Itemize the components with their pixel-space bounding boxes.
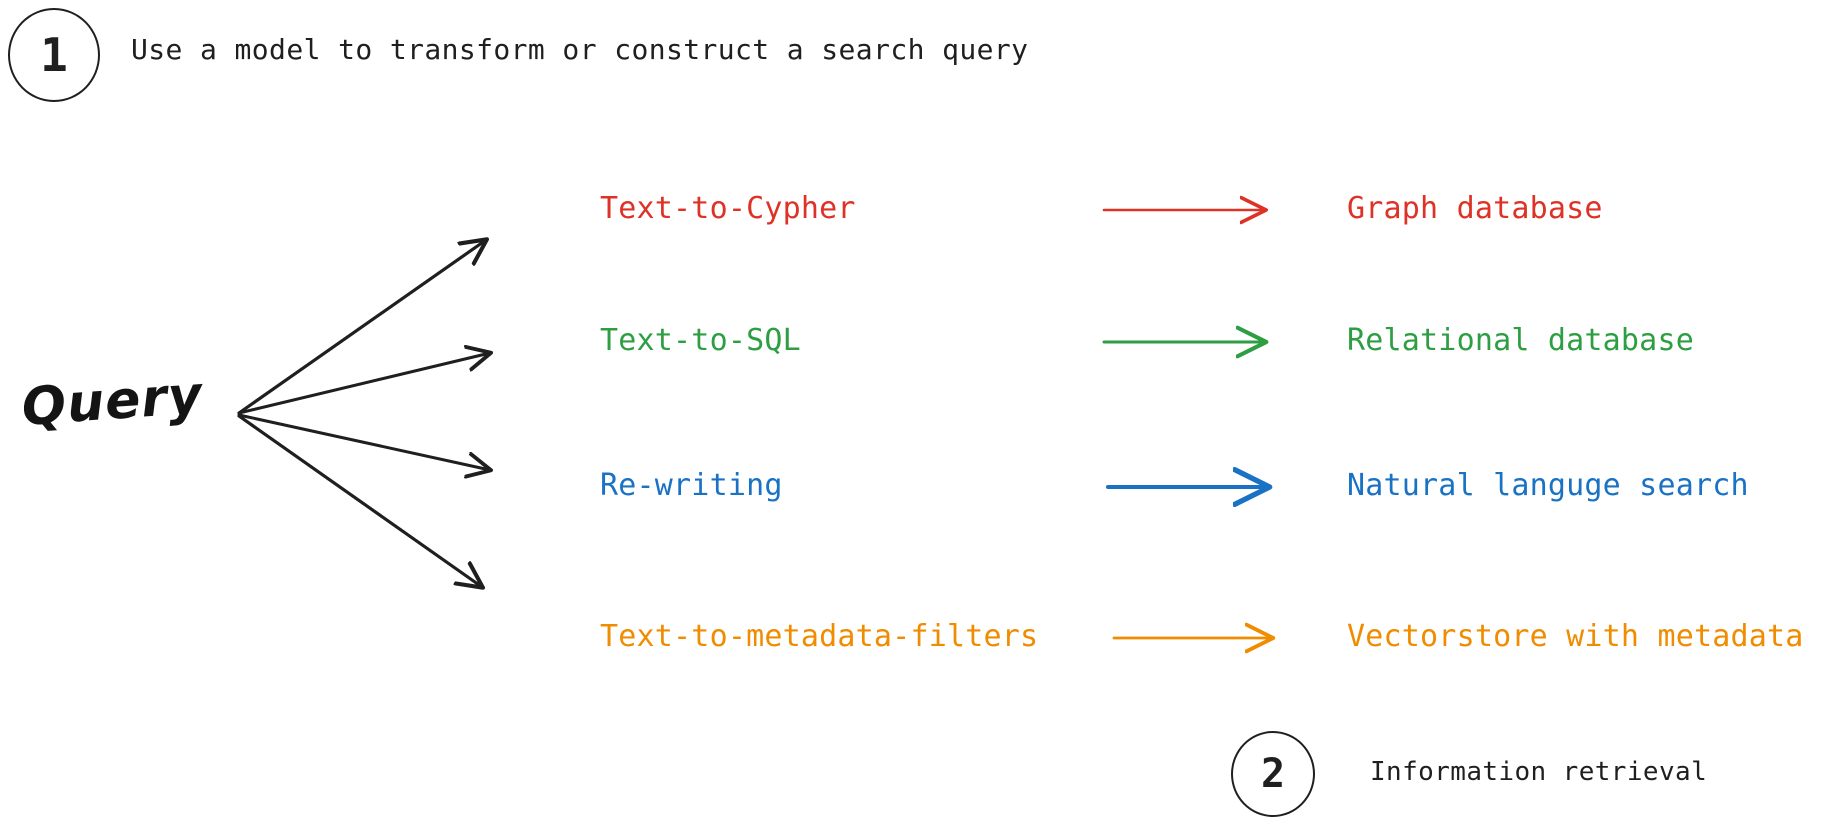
- step-1-badge: 1: [8, 8, 100, 102]
- query-branch-arrows: [237, 240, 490, 587]
- method-label-rewriting: Re-writing: [600, 468, 783, 503]
- target-label-natural-language-search: Natural languge search: [1347, 468, 1749, 503]
- method-label-sql: Text-to-SQL: [600, 323, 801, 358]
- step-2-caption: Information retrieval: [1370, 757, 1708, 787]
- query-source-label: Query: [19, 365, 205, 438]
- target-label-vectorstore: Vectorstore with metadata: [1347, 619, 1804, 654]
- row-rewriting: Re-writing Natural languge search: [0, 462, 1841, 510]
- step-1-caption: Use a model to transform or construct a …: [131, 33, 1029, 66]
- step-2-badge: 2: [1231, 731, 1315, 817]
- target-label-relational-database: Relational database: [1347, 323, 1694, 358]
- row-sql: Text-to-SQL Relational database: [0, 317, 1841, 365]
- connector-arrows: [1102, 210, 1272, 638]
- method-label-metadata-filters: Text-to-metadata-filters: [600, 619, 1039, 654]
- target-label-graph-database: Graph database: [1347, 191, 1603, 226]
- step-2-number: 2: [1260, 751, 1286, 797]
- method-label-cypher: Text-to-Cypher: [600, 191, 856, 226]
- row-metadata: Text-to-metadata-filters Vectorstore wit…: [0, 613, 1841, 661]
- step-1-number: 1: [40, 28, 68, 82]
- row-cypher: Text-to-Cypher Graph database: [0, 185, 1841, 233]
